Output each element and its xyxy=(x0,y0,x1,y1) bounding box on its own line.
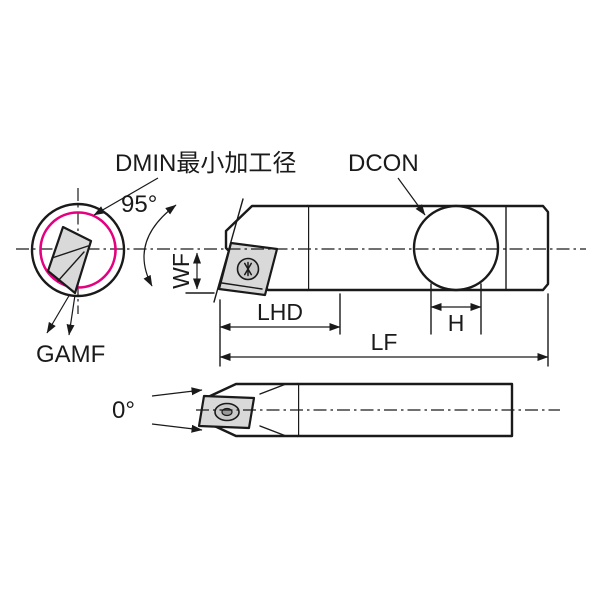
top-view: 0° xyxy=(112,382,560,438)
insert-edge-line xyxy=(221,282,263,290)
lf-label: LF xyxy=(371,329,398,355)
angle-95-arc xyxy=(143,204,177,287)
angle-0-label: 0° xyxy=(112,397,135,424)
gamf-line-2 xyxy=(66,294,76,336)
insert-end-view xyxy=(46,225,93,295)
angle-0-line-top xyxy=(151,387,203,397)
side-view: 95° WF LHD LF H xyxy=(16,150,586,367)
dcon-leader-line xyxy=(397,177,426,216)
angle-0-line-bottom xyxy=(151,423,203,433)
insert-facet-line-2 xyxy=(57,251,85,282)
lhd-label: LHD xyxy=(257,299,303,325)
bar-outline-circle xyxy=(30,202,126,298)
dmin-leader-line xyxy=(93,177,159,216)
lf-dimension: LF xyxy=(219,293,549,367)
insert-screw-side xyxy=(236,257,260,281)
lhd-dimension: LHD xyxy=(219,293,341,367)
dcon-label: DCON xyxy=(348,150,419,177)
pocket-line-bottom xyxy=(259,425,287,437)
dmin-label: DMIN最小加工径 xyxy=(115,150,296,177)
gamf-angle-lines xyxy=(46,293,76,336)
h-label: H xyxy=(448,310,465,336)
angle-0-callout xyxy=(151,387,203,433)
insert-screw-top xyxy=(214,402,240,422)
dmin-circle xyxy=(39,211,117,289)
insert-facet-line-1 xyxy=(51,245,89,259)
wf-label: WF xyxy=(168,253,194,289)
angle-95-label: 95° xyxy=(121,191,157,218)
torx-slot-3 xyxy=(243,262,253,276)
pocket-line-top xyxy=(259,383,287,395)
end-view: GAMF DMIN最小加工径 xyxy=(30,150,296,368)
gamf-line-1 xyxy=(46,293,71,334)
dcon-circle xyxy=(412,204,500,292)
dcon-section-circle xyxy=(412,204,500,292)
gamf-label: GAMF xyxy=(36,341,105,368)
wf-dimension: WF xyxy=(168,252,215,294)
h-dimension: H xyxy=(430,283,482,336)
